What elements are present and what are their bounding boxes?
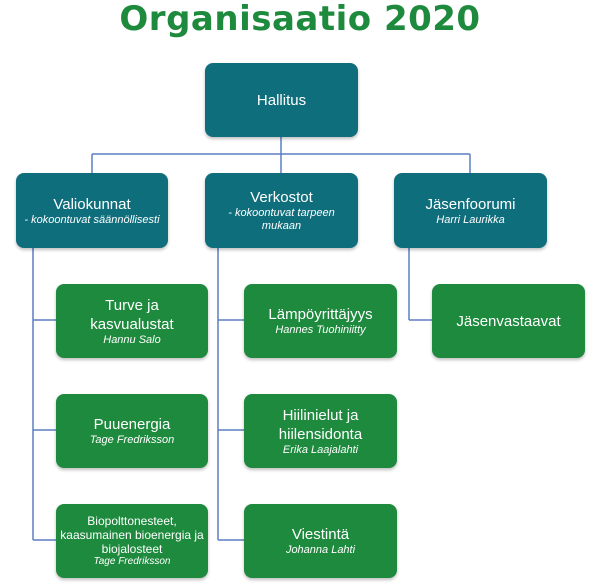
node-verkostot-label: Verkostot <box>250 189 313 206</box>
node-hallitus-label: Hallitus <box>256 91 307 109</box>
node-hallitus: Hallitus <box>205 63 358 137</box>
chart-title: Organisaatio 2020 <box>119 0 481 39</box>
node-puuenergia-sub: Tage Fredriksson <box>89 434 175 446</box>
node-lampoyrittajyys: Lämpöyrittäjyys Hannes Tuohiniitty <box>244 284 397 358</box>
node-valiokunnat-label: Valiokunnat <box>53 195 131 213</box>
node-turve: Turve ja kasvualustat Hannu Salo <box>56 284 208 358</box>
node-biopolttonesteet-label: Biopolttonesteet, kaasumainen bioenergia… <box>60 514 204 556</box>
node-biopolttonesteet-sub: Tage Fredriksson <box>93 556 171 567</box>
node-viestinta-label: Viestintä <box>291 526 350 543</box>
node-lampoyrittajyys-label: Lämpöyrittäjyys <box>268 306 373 323</box>
node-turve-label: Turve ja kasvualustat <box>90 296 174 333</box>
node-puuenergia: Puuenergia Tage Fredriksson <box>56 394 208 468</box>
node-valiokunnat: Valiokunnat - kokoontuvat säännöllisesti <box>16 173 168 248</box>
node-puuenergia-label: Puuenergia <box>93 416 171 433</box>
node-jasenvastaavat-label: Jäsenvastaavat <box>456 312 561 330</box>
node-jasenfoorumi: Jäsenfoorumi Harri Laurikka <box>394 173 547 248</box>
node-jasenfoorumi-label: Jäsenfoorumi <box>425 195 516 213</box>
node-viestinta-sub: Johanna Lahti <box>285 544 356 556</box>
node-hiilinielut-sub: Erika Laajalahti <box>282 443 359 456</box>
node-biopolttonesteet: Biopolttonesteet, kaasumainen bioenergia… <box>56 504 208 578</box>
node-turve-sub: Hannu Salo <box>103 333 161 346</box>
node-lampoyrittajyys-sub: Hannes Tuohiniitty <box>275 324 366 336</box>
node-viestinta: Viestintä Johanna Lahti <box>244 504 397 578</box>
node-verkostot: Verkostot - kokoontuvat tarpeen mukaan <box>205 173 358 248</box>
node-hiilinielut: Hiilinielut ja hiilensidonta Erika Laaja… <box>244 394 397 468</box>
node-jasenvastaavat: Jäsenvastaavat <box>432 284 585 358</box>
node-verkostot-sub: - kokoontuvat tarpeen mukaan <box>228 207 335 232</box>
node-jasenfoorumi-sub: Harri Laurikka <box>436 213 505 226</box>
node-hiilinielut-label: Hiilinielut ja hiilensidonta <box>278 406 363 443</box>
node-valiokunnat-sub: - kokoontuvat säännöllisesti <box>24 213 160 226</box>
